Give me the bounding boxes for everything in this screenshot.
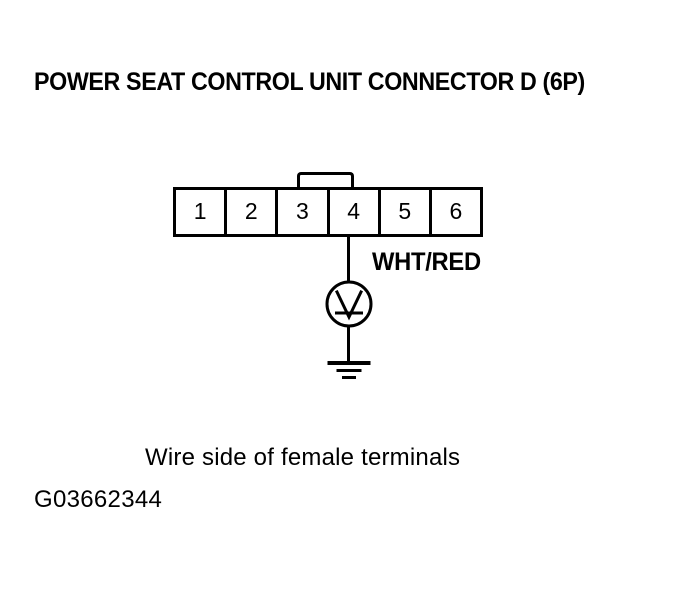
- connector-pin-5: 5: [381, 190, 432, 234]
- pin-number-label: 3: [296, 197, 309, 224]
- pin-number-label: 6: [449, 197, 463, 224]
- voltmeter-icon: [325, 280, 373, 328]
- ground-bar-middle: [336, 369, 362, 372]
- pin-number-label: 2: [244, 197, 258, 224]
- ground-bar-top: [327, 361, 371, 365]
- wire-lead-line: [347, 237, 350, 282]
- connector-pin-3: 3: [278, 190, 330, 234]
- connector-pin-4: 4: [330, 190, 381, 234]
- connector-latch-tab-icon: [297, 172, 354, 188]
- ground-lead-line: [347, 327, 350, 364]
- page-title: POWER SEAT CONTROL UNIT CONNECTOR D (6P): [34, 68, 585, 96]
- ground-bar-bottom: [342, 376, 356, 379]
- ground-icon: [327, 361, 371, 381]
- connector-pin-2: 2: [227, 190, 279, 234]
- pin-number-label: 1: [193, 197, 207, 224]
- connector-pin-6: 6: [432, 190, 480, 234]
- pin-number-label: 5: [398, 197, 412, 224]
- wire-color-label: WHT/RED: [372, 248, 481, 276]
- connector-pin-1: 1: [176, 190, 228, 234]
- figure-id-label: G03662344: [34, 486, 163, 513]
- connector-housing: 1 2 3 4 5 6: [173, 187, 483, 237]
- connector-diagram: 1 2 3 4 5 6: [173, 172, 485, 240]
- pin-number-label: 4: [347, 197, 360, 224]
- diagram-caption: Wire side of female terminals: [145, 444, 461, 471]
